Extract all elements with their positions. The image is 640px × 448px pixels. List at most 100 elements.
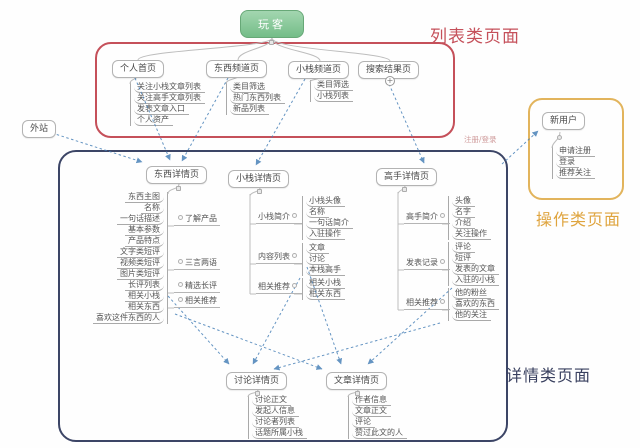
group-label[interactable]: 内容列表: [256, 252, 302, 264]
mindmap-leaf[interactable]: 文章正文: [352, 406, 391, 417]
mindmap-leaf[interactable]: 热门东西列表: [230, 93, 285, 104]
mindmap-leaf[interactable]: 名称: [306, 207, 329, 218]
mindmap-leaf[interactable]: 推荐关注: [556, 168, 595, 179]
mindmap-leaf[interactable]: 新品列表: [230, 104, 269, 115]
mindmap-leaf[interactable]: 文章: [306, 243, 329, 254]
node-personal-home[interactable]: 个人首页: [112, 60, 165, 78]
mindmap-leaf[interactable]: 基本参数: [125, 225, 164, 236]
node-stack-channel[interactable]: 小栈频道页: [288, 61, 350, 79]
mindmap-leaf[interactable]: 个人资产: [134, 115, 173, 126]
node-thing-detail[interactable]: 东西详情页: [146, 166, 208, 184]
mindmap-leaf[interactable]: 相关东西: [306, 289, 345, 300]
group-label[interactable]: 相关推荐: [174, 296, 220, 308]
mindmap-leaf[interactable]: 名字: [452, 207, 475, 218]
node-master-detail[interactable]: 高手详情页: [376, 168, 438, 186]
collapse-handle-icon[interactable]: [440, 299, 445, 304]
mindmap-leaf[interactable]: 申请注册: [556, 146, 595, 157]
mindmap-leaf[interactable]: 关注操作: [452, 229, 491, 240]
mindmap-leaf[interactable]: 入驻的小栈: [452, 275, 499, 286]
mindmap-leaf[interactable]: 话题所属小栈: [252, 428, 307, 439]
group-label[interactable]: 精选长评: [174, 281, 220, 293]
new-user-children: 申请注册 登录 推荐关注: [552, 146, 595, 179]
mindmap-leaf[interactable]: 视频类短评: [117, 258, 164, 269]
mindmap-leaf[interactable]: 小栈列表: [314, 91, 353, 102]
mindmap-leaf[interactable]: 相关小栈: [125, 291, 164, 302]
collapse-handle-icon[interactable]: [178, 282, 183, 287]
mindmap-leaf[interactable]: 他的关注: [452, 310, 491, 321]
fold-handle-icon[interactable]: [355, 391, 360, 396]
mindmap-leaf[interactable]: 一句话简介: [306, 218, 353, 229]
node-new-user[interactable]: 新用户: [542, 112, 586, 130]
collapse-handle-icon[interactable]: [292, 213, 297, 218]
mindmap-leaf[interactable]: 讨论者列表: [252, 417, 299, 428]
mindmap-leaf[interactable]: 介绍: [452, 218, 475, 229]
collapse-handle-icon[interactable]: [178, 297, 183, 302]
stack-intro-rows: 小栈头像 名称 一句话简介 入驻操作: [302, 196, 353, 240]
node-stack-detail[interactable]: 小栈详情页: [228, 170, 290, 188]
mindmap-leaf[interactable]: 关注小栈文章列表: [134, 82, 205, 93]
mindmap-leaf[interactable]: 喜欢的东西: [452, 299, 499, 310]
mindmap-leaf[interactable]: 讨论正文: [252, 395, 291, 406]
root-node-wanke[interactable]: 玩客: [240, 10, 304, 38]
detail-section-label: 详情类页面: [506, 366, 592, 385]
mindmap-leaf[interactable]: 相关小栈: [306, 278, 345, 289]
mindmap-leaf[interactable]: 图片类短评: [117, 269, 164, 280]
mindmap-leaf[interactable]: 入驻操作: [306, 229, 345, 240]
group-label[interactable]: 相关推荐: [256, 282, 302, 294]
collapse-handle-icon[interactable]: [292, 253, 297, 258]
article-children: 作者信息 文章正文 评论 赞过此文的人: [348, 395, 407, 439]
node-article-detail[interactable]: 文章详情页: [326, 372, 388, 390]
mindmap-leaf[interactable]: 评论: [352, 417, 375, 428]
mindmap-leaf[interactable]: 相关东西: [125, 302, 164, 313]
mindmap-leaf[interactable]: 短评: [452, 253, 475, 264]
thing-channel-children: 类目筛选 热门东西列表 新品列表: [226, 82, 285, 115]
mindmap-leaf[interactable]: 长评列表: [125, 280, 164, 291]
mindmap-leaf[interactable]: 本栈高手: [306, 265, 345, 276]
fold-handle-icon[interactable]: [255, 391, 260, 396]
fold-handle-icon[interactable]: [257, 189, 262, 194]
collapse-handle-icon[interactable]: [440, 259, 445, 264]
mindmap-leaf[interactable]: 讨论: [306, 254, 329, 265]
node-thing-channel[interactable]: 东西频道页: [206, 60, 268, 78]
mindmap-leaf[interactable]: 小栈头像: [306, 196, 345, 207]
group-label[interactable]: 了解产品: [174, 214, 220, 226]
mindmap-leaf[interactable]: 头像: [452, 196, 475, 207]
mindmap-leaf[interactable]: 名称: [141, 203, 164, 214]
collapse-handle-icon[interactable]: [292, 283, 297, 288]
collapse-handle-icon[interactable]: [178, 259, 183, 264]
mindmap-leaf[interactable]: 关注高手文章列表: [134, 93, 205, 104]
fold-handle-icon[interactable]: [402, 187, 407, 192]
mindmap-leaf[interactable]: 发起人信息: [252, 406, 299, 417]
fold-handle-icon[interactable]: [557, 135, 562, 140]
mindmap-leaf[interactable]: 作者信息: [352, 395, 391, 406]
collapse-handle-icon[interactable]: [178, 215, 183, 220]
mindmap-leaf[interactable]: 一句话描述: [117, 214, 164, 225]
group-label[interactable]: 相关推荐: [404, 298, 450, 310]
group-label[interactable]: 小栈简介: [256, 212, 302, 224]
mindmap-leaf[interactable]: 文字类短评: [117, 247, 164, 258]
node-search-results[interactable]: 搜索结果页: [358, 61, 420, 79]
mindmap-leaf[interactable]: 他的粉丝: [452, 288, 491, 299]
mindmap-leaf[interactable]: 产品特点: [125, 236, 164, 247]
fold-handle-icon[interactable]: [176, 186, 181, 191]
mindmap-leaf[interactable]: 登录: [556, 157, 579, 168]
mindmap-leaf[interactable]: 喜欢这件东西的人: [93, 313, 164, 324]
mindmap-leaf[interactable]: 东西主图: [125, 192, 164, 203]
expand-icon[interactable]: +: [385, 76, 395, 86]
mindmap-leaf[interactable]: 类目筛选: [230, 82, 269, 93]
mindmap-leaf[interactable]: 赞过此文的人: [352, 428, 407, 439]
mindmap-leaf[interactable]: 类目筛选: [314, 80, 353, 91]
node-external-site[interactable]: 外站: [22, 120, 57, 138]
group-label[interactable]: 发表记录: [404, 258, 450, 270]
fold-handle-icon[interactable]: [269, 40, 274, 45]
node-discussion-detail[interactable]: 讨论详情页: [226, 372, 288, 390]
mindmap-leaf[interactable]: 发表的文章: [452, 264, 499, 275]
mindmap-leaf[interactable]: 评论: [452, 242, 475, 253]
collapse-handle-icon[interactable]: [440, 213, 445, 218]
group-label[interactable]: 高手简介: [404, 212, 450, 224]
group-label[interactable]: 三言两语: [174, 258, 220, 270]
mindmap-leaf[interactable]: 发表文章入口: [134, 104, 189, 115]
action-section-label: 操作类页面: [536, 210, 622, 229]
master-posts-rows: 评论 短评 发表的文章 入驻的小栈: [448, 242, 499, 286]
